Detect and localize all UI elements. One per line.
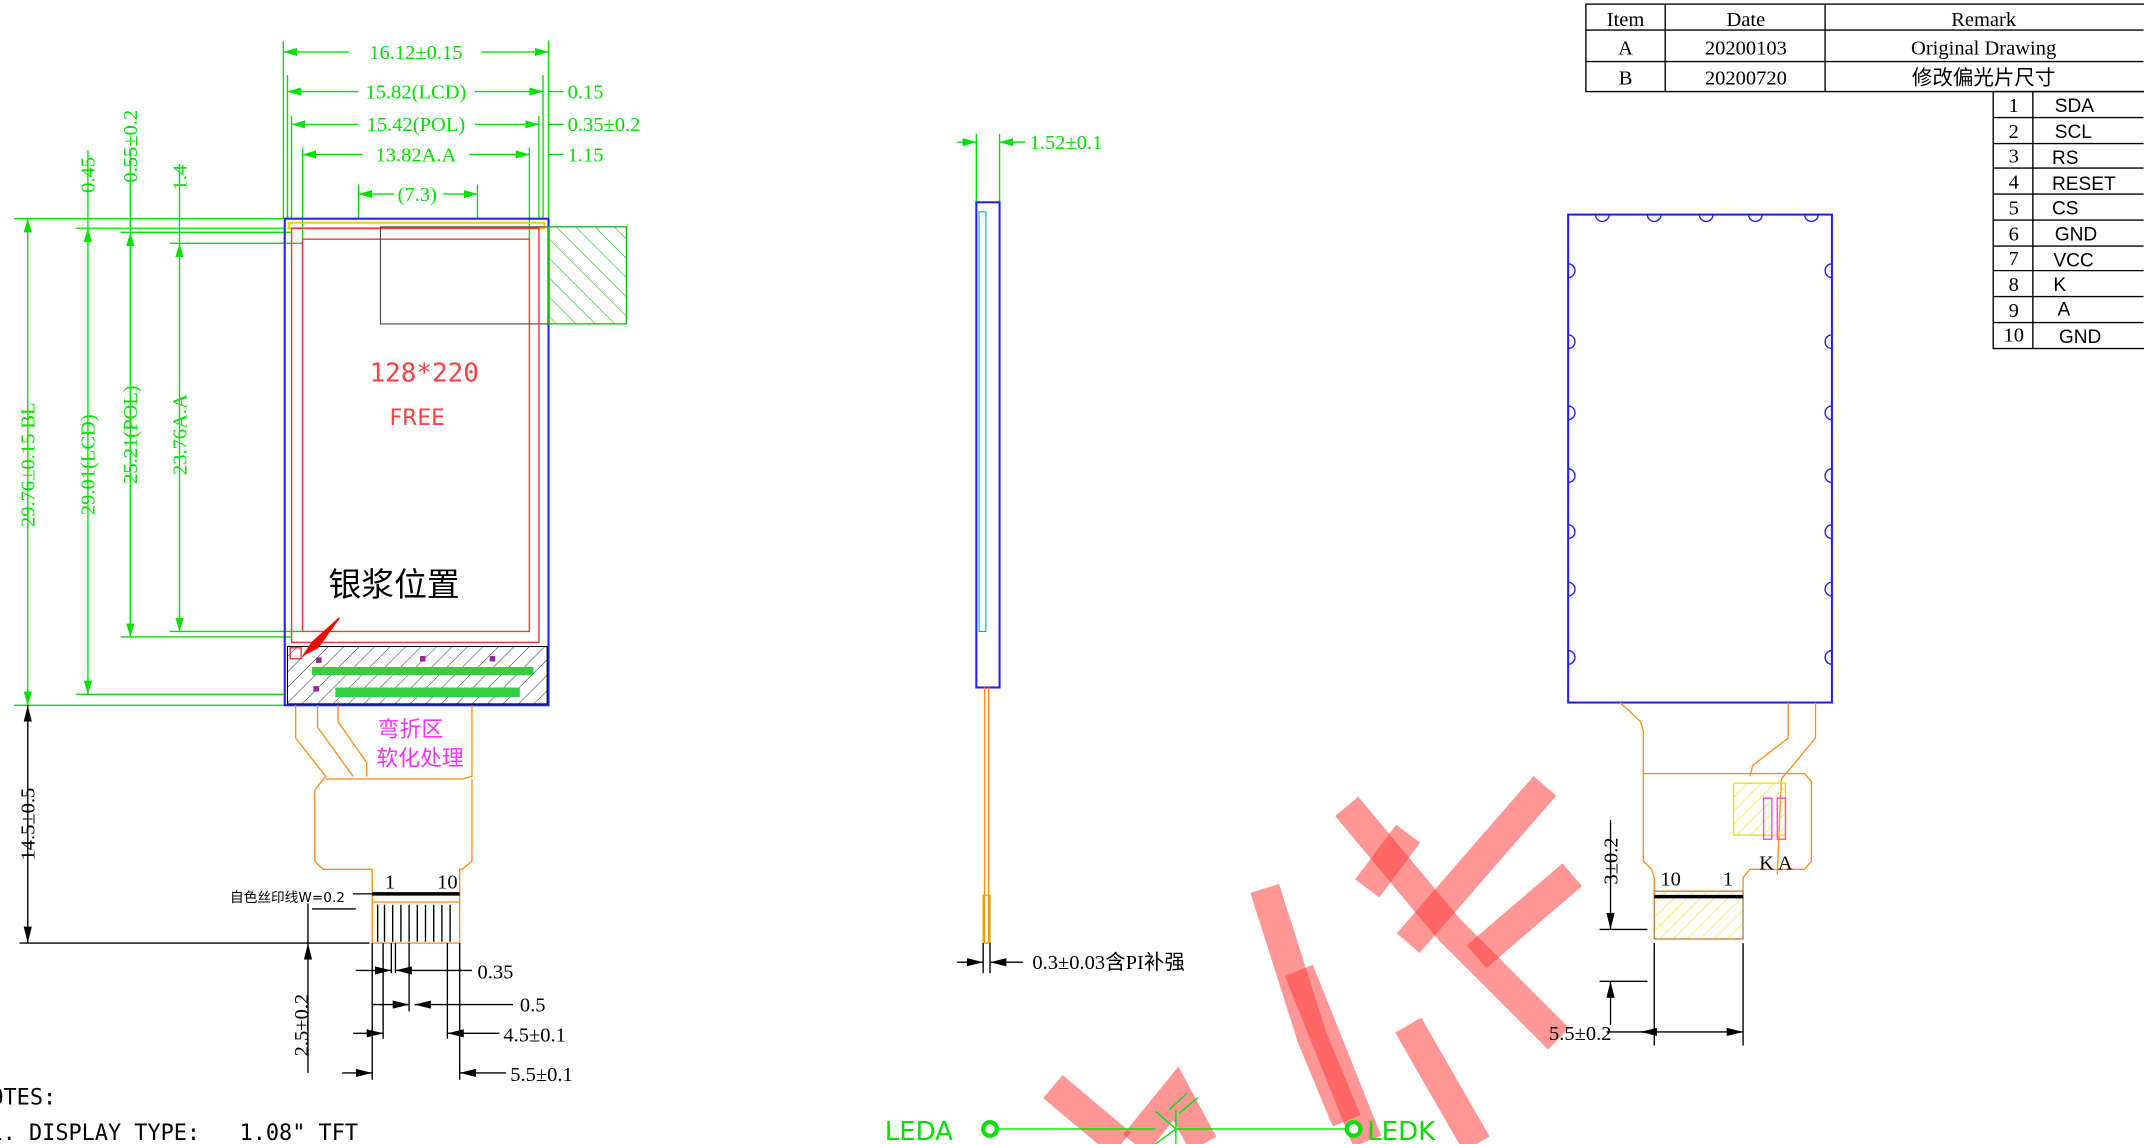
top-dimensions: 16.12±0.15 15.82(LCD) 0.15 15.42(POL) 0.… bbox=[282, 41, 641, 240]
header-remark: Remark bbox=[1951, 9, 2017, 31]
dim-pol-width: 15.42(POL) bbox=[367, 114, 466, 136]
back-pin-1-label: 1 bbox=[1723, 869, 1733, 891]
pin-10-label: 10 bbox=[437, 871, 458, 893]
dim-pol-height: 25.21(POL) bbox=[120, 385, 142, 484]
pin-name: RS bbox=[2052, 148, 2079, 169]
dim-thickness: 1.52±0.1 bbox=[1030, 132, 1103, 154]
notes-title: NOTES: bbox=[0, 1085, 56, 1110]
fpc-connector: 1 10 自色丝印线W=0.2 bbox=[230, 871, 461, 944]
rev-item: B bbox=[1619, 68, 1633, 90]
dim-lcd-height: 29.01(LCD) bbox=[78, 414, 100, 515]
pin-number: 5 bbox=[2009, 198, 2019, 220]
silver-paste-arrow bbox=[301, 617, 340, 657]
dim-lcd-width: 15.82(LCD) bbox=[366, 81, 467, 103]
revision-table: Item Date Remark A 20200103 Original Dra… bbox=[1585, 3, 2144, 93]
leda-label: LEDA bbox=[885, 1117, 953, 1144]
rev-remark: 修改偏光片尺寸 bbox=[1912, 67, 2056, 90]
dim-pitch: 0.5 bbox=[520, 994, 546, 1016]
bend-zone-label: 弯折区 bbox=[378, 718, 444, 743]
dim-offset: 0.45 bbox=[78, 157, 100, 193]
free-label: FREE bbox=[390, 406, 445, 431]
dim-offset: 1.4 bbox=[169, 165, 191, 191]
dim-fpc-length: 14.5±0.5 bbox=[18, 788, 40, 861]
dim-aa-width: 13.82A.A bbox=[376, 144, 457, 166]
ka-label: K A bbox=[1759, 852, 1793, 874]
pin-number: 1 bbox=[2009, 95, 2019, 117]
side-view: 1.52±0.1 0.3±0.03含PI补强 bbox=[957, 132, 1185, 974]
pin-number: 3 bbox=[2009, 146, 2019, 168]
front-view: 16.12±0.15 15.82(LCD) 0.15 15.42(POL) 0.… bbox=[14, 41, 640, 1086]
dim-finger-width: 0.35 bbox=[477, 962, 513, 984]
pin-name: SCL bbox=[2055, 122, 2092, 143]
watermark bbox=[1043, 776, 1583, 1144]
rev-remark: Original Drawing bbox=[1911, 38, 2056, 60]
rev-item: A bbox=[1618, 38, 1633, 60]
dim-aa-height: 23.76A.A bbox=[169, 394, 191, 475]
pin-name: VCC bbox=[2053, 251, 2094, 272]
led-circuit: LEDA LEDK bbox=[885, 1092, 1436, 1144]
pin-name: K bbox=[2053, 275, 2066, 296]
notes: NOTES: 1. DISPLAY TYPE: 1.08" TFT bbox=[0, 1085, 358, 1144]
pin-number: 4 bbox=[2009, 172, 2019, 194]
rev-date: 20200720 bbox=[1705, 68, 1787, 90]
display-type-note: 1. DISPLAY TYPE: 1.08" TFT bbox=[0, 1121, 358, 1144]
rev-date: 20200103 bbox=[1705, 38, 1787, 60]
resolution-label: 128*220 bbox=[369, 358, 478, 388]
dim-span: 4.5±0.1 bbox=[503, 1024, 566, 1046]
pin-name: RESET bbox=[2052, 174, 2116, 195]
pin-name: GND bbox=[2055, 225, 2098, 246]
back-pin-10-label: 10 bbox=[1660, 869, 1680, 891]
pin-number: 2 bbox=[2009, 121, 2019, 143]
bottom-dimensions: 0.35 0.5 4.5±0.1 5.5±0.1 bbox=[342, 943, 573, 1086]
dim-back-length: 3±0.2 bbox=[1600, 838, 1622, 885]
back-view: K A 10 1 3±0.2 5.5±0.2 bbox=[1549, 213, 1833, 1046]
dim-overall-width: 16.12±0.15 bbox=[369, 42, 462, 64]
pin-number: 6 bbox=[2009, 224, 2019, 246]
header-item: Item bbox=[1607, 9, 1645, 31]
dim-pol-offset: 0.35±0.2 bbox=[568, 114, 641, 136]
dim-fpc-thickness: 0.3±0.03含PI补强 bbox=[1032, 951, 1184, 974]
pin-table: 1 2 3 4 5 6 7 8 9 10 SDA SCL RS RESET CS… bbox=[1992, 90, 2144, 350]
silver-paste-label: 银浆位置 bbox=[328, 566, 459, 604]
dim-lcd-offset: 0.15 bbox=[568, 81, 604, 103]
pin-name: SDA bbox=[2055, 96, 2095, 117]
pin-number: 7 bbox=[2009, 248, 2019, 270]
pin-name: GND bbox=[2059, 327, 2102, 348]
pin-1-label: 1 bbox=[385, 871, 395, 893]
pin-name: CS bbox=[2052, 199, 2079, 220]
dim-aa-offset: 1.15 bbox=[568, 144, 604, 166]
pin-number: 10 bbox=[2003, 325, 2024, 347]
dim-back-width: 5.5±0.2 bbox=[1549, 1023, 1612, 1045]
pin-name: A bbox=[2057, 300, 2070, 321]
header-date: Date bbox=[1726, 9, 1765, 31]
silk-line-label: 自色丝印线W=0.2 bbox=[230, 889, 345, 906]
pin-number: 9 bbox=[2009, 300, 2019, 322]
dim-tail: 2.5±0.2 bbox=[291, 994, 313, 1057]
pin-number: 8 bbox=[2009, 274, 2019, 296]
left-dimensions: 29.76±0.15 BL 29.01(LCD) 25.21(POL) 23.7… bbox=[14, 110, 303, 706]
soften-label: 软化处理 bbox=[376, 746, 464, 771]
dim-offset: 0.55±0.2 bbox=[120, 110, 142, 183]
dim-ic-width: (7.3) bbox=[398, 184, 437, 206]
dim-connector-width: 5.5±0.1 bbox=[510, 1064, 573, 1086]
dim-bl-height: 29.76±0.15 BL bbox=[18, 402, 40, 527]
ledk-label: LEDK bbox=[1367, 1117, 1436, 1144]
